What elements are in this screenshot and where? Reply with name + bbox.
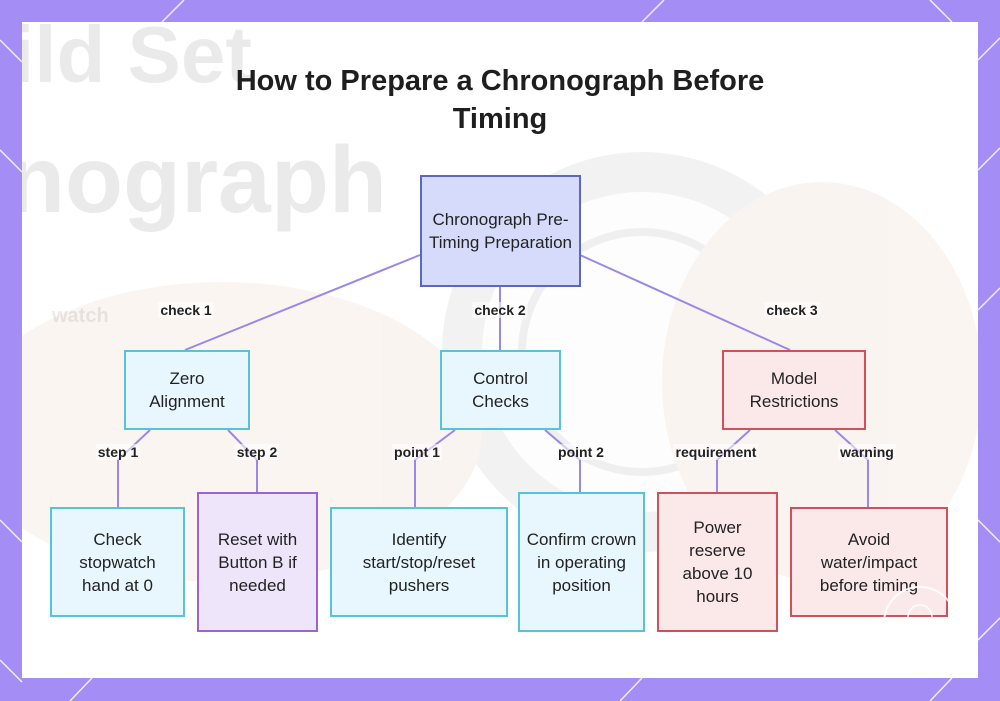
edge-control-confirm: [544, 429, 581, 492]
edge-zero-check: [117, 429, 151, 507]
edge-control-identify: [414, 429, 456, 507]
edge-label-step-2: step 2: [234, 444, 280, 460]
node-avoid-water: Avoid water/impact before timing: [790, 507, 948, 617]
edge-label-point-1: point 1: [392, 444, 442, 460]
node-control-checks: Control Checks: [440, 350, 561, 430]
node-model-restrictions: Model Restrictions: [722, 350, 866, 430]
edge-label-check-3: check 3: [764, 302, 820, 318]
edge-label-check-2: check 2: [472, 302, 528, 318]
edge-model-power: [716, 429, 751, 492]
edge-model-avoid: [834, 429, 869, 507]
edge-label-step-1: step 1: [95, 444, 141, 460]
edge-label-check-1: check 1: [158, 302, 214, 318]
edge-root-zero: [184, 254, 421, 351]
svg-text:watch: watch: [51, 305, 109, 327]
title-line-2: Timing: [452, 103, 548, 135]
svg-text:ild Set: ild Set: [22, 22, 252, 99]
page-title: How to Prepare a Chronograph Before Timi…: [0, 62, 1000, 138]
edge-label-point-2: point 2: [556, 444, 606, 460]
node-power-reserve: Power reserve above 10 hours: [657, 492, 778, 632]
logo-icon: [883, 586, 957, 660]
node-confirm-crown: Confirm crown in operating position: [518, 492, 645, 632]
node-identify-pushers: Identify start/stop/reset pushers: [330, 507, 508, 617]
title-line-1: How to Prepare a Chronograph Before: [235, 65, 765, 97]
edge-label-warning: warning: [838, 444, 896, 460]
edge-root-model: [579, 254, 791, 351]
node-root: Chronograph Pre-Timing Preparation: [420, 175, 581, 287]
edge-zero-reset: [227, 429, 258, 492]
node-reset-button: Reset with Button B if needed: [197, 492, 318, 632]
node-zero-alignment: Zero Alignment: [124, 350, 250, 430]
edge-label-requirement: requirement: [673, 444, 759, 460]
svg-text:nograph: nograph: [22, 127, 387, 233]
node-check-hand: Check stopwatch hand at 0: [50, 507, 185, 617]
